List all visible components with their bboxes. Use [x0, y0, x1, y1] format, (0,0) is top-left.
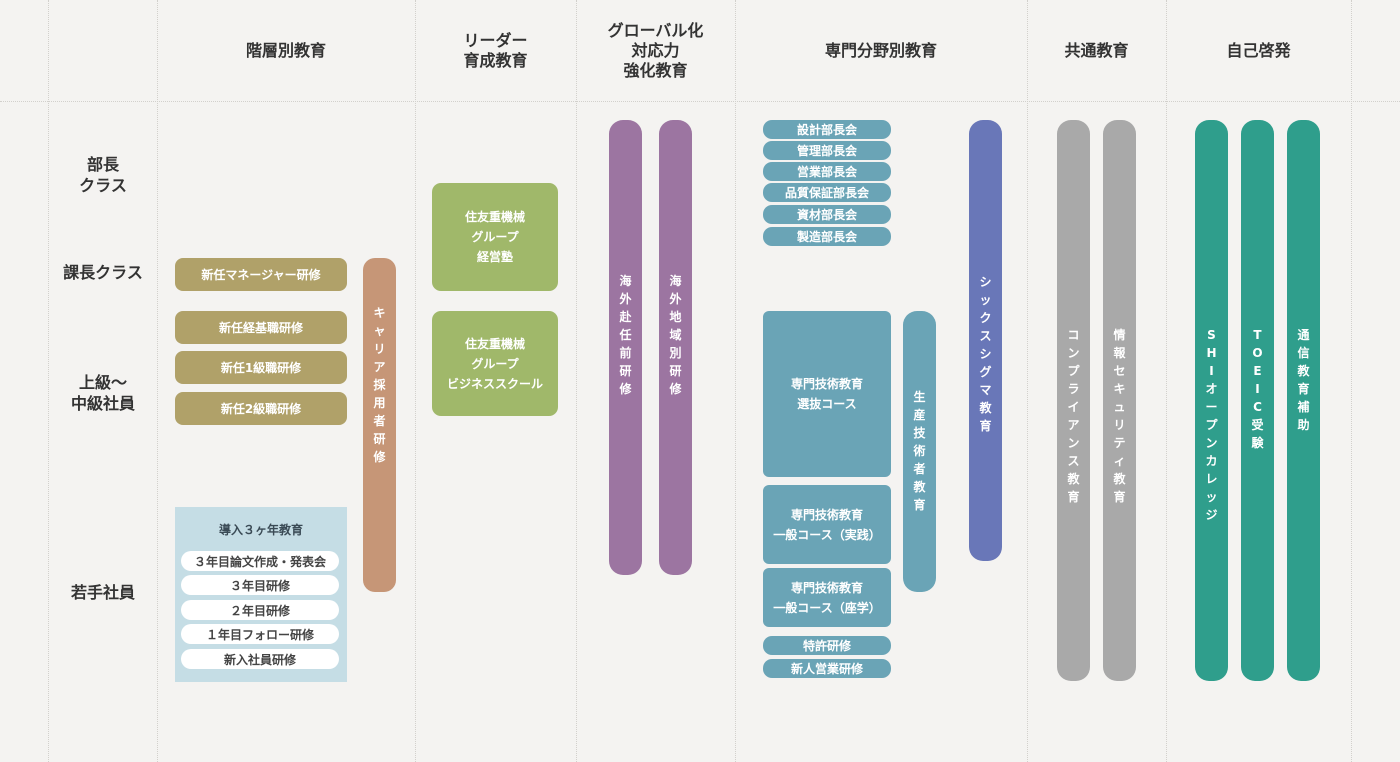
program-new-1kyu: 新任1級職研修	[175, 351, 347, 384]
program-bucho-meeting: 管理部長会	[763, 141, 891, 160]
program-group-keiei: 住友重機械 グループ 経営塾	[432, 183, 558, 291]
program-correspondence-label: 通信教育補助	[1297, 328, 1310, 432]
col-header-global: グローバル化 対応力 強化教育	[607, 20, 704, 80]
intro-3year-title: 導入３ヶ年教育	[218, 523, 303, 537]
intro-item: ３年目研修	[181, 575, 339, 595]
program-new-manager: 新任マネージャー研修	[175, 258, 347, 291]
program-correspondence: 通信教育補助	[1287, 120, 1320, 681]
program-new-sales: 新人営業研修	[763, 659, 891, 678]
row-label-kacho: 課長クラス	[63, 263, 143, 282]
program-tech-practice: 専門技術教育 一般コース（実践）	[763, 485, 891, 564]
program-bucho-meeting: 製造部長会	[763, 227, 891, 246]
row-label-bucho: 部長 クラス	[79, 155, 127, 195]
program-new-keiki: 新任経基職研修	[175, 311, 347, 344]
program-production-engineer: 生産技術者教育	[903, 311, 936, 592]
program-overseas-region: 海外地域別研修	[659, 120, 692, 575]
col-header-common: 共通教育	[1064, 40, 1129, 60]
grid-line	[415, 0, 416, 762]
program-bucho-meeting: 設計部長会	[763, 120, 891, 139]
program-tech-select: 専門技術教育 選抜コース	[763, 311, 891, 477]
program-compliance-label: コンプライアンス教育	[1067, 328, 1080, 504]
program-group-business-school: 住友重機械 グループ ビジネススクール	[432, 311, 558, 416]
intro-item: ３年目論文作成・発表会	[181, 551, 339, 571]
program-overseas-assign-label: 海外赴任前研修	[619, 274, 632, 396]
program-bucho-meeting: 営業部長会	[763, 162, 891, 181]
grid-line	[1351, 0, 1352, 762]
program-overseas-region-label: 海外地域別研修	[669, 274, 682, 396]
grid-line	[48, 0, 49, 762]
program-six-sigma-label: シックスシグマ教育	[979, 275, 992, 433]
intro-3year-panel: 導入３ヶ年教育 ３年目論文作成・発表会 ３年目研修 ２年目研修 １年目フォロー研…	[175, 507, 347, 682]
program-career-hire-label: キャリア採用者研修	[373, 306, 386, 464]
col-header-leader: リーダー 育成教育	[463, 30, 528, 70]
row-label-wakate: 若手社員	[70, 583, 135, 602]
grid-line	[1166, 0, 1167, 762]
program-patent: 特許研修	[763, 636, 891, 655]
program-tech-lecture: 専門技術教育 一般コース（座学）	[763, 568, 891, 627]
grid-line	[735, 0, 736, 762]
grid-line	[1027, 0, 1028, 762]
grid-line	[576, 0, 577, 762]
program-new-2kyu: 新任2級職研修	[175, 392, 347, 425]
program-info-security-label: 情報セキュリティ教育	[1113, 328, 1126, 504]
row-label-joukyu: 上級～ 中級社員	[70, 373, 135, 413]
program-overseas-assign: 海外赴任前研修	[609, 120, 642, 575]
grid-line	[157, 0, 158, 762]
intro-item: １年目フォロー研修	[181, 624, 339, 644]
intro-item: ２年目研修	[181, 600, 339, 620]
col-header-self: 自己啓発	[1226, 40, 1291, 60]
col-header-specialty: 専門分野別教育	[824, 40, 937, 60]
program-career-hire: キャリア採用者研修	[363, 258, 396, 592]
program-six-sigma: シックスシグマ教育	[969, 120, 1002, 561]
col-header-hierarchy: 階層別教育	[245, 40, 326, 60]
program-bucho-meeting: 資材部長会	[763, 205, 891, 224]
header-divider	[0, 101, 1400, 102]
program-bucho-meeting: 品質保証部長会	[763, 183, 891, 202]
program-compliance: コンプライアンス教育	[1057, 120, 1090, 681]
program-info-security: 情報セキュリティ教育	[1103, 120, 1136, 681]
intro-item: 新入社員研修	[181, 649, 339, 669]
program-production-engineer-label: 生産技術者教育	[913, 390, 926, 512]
